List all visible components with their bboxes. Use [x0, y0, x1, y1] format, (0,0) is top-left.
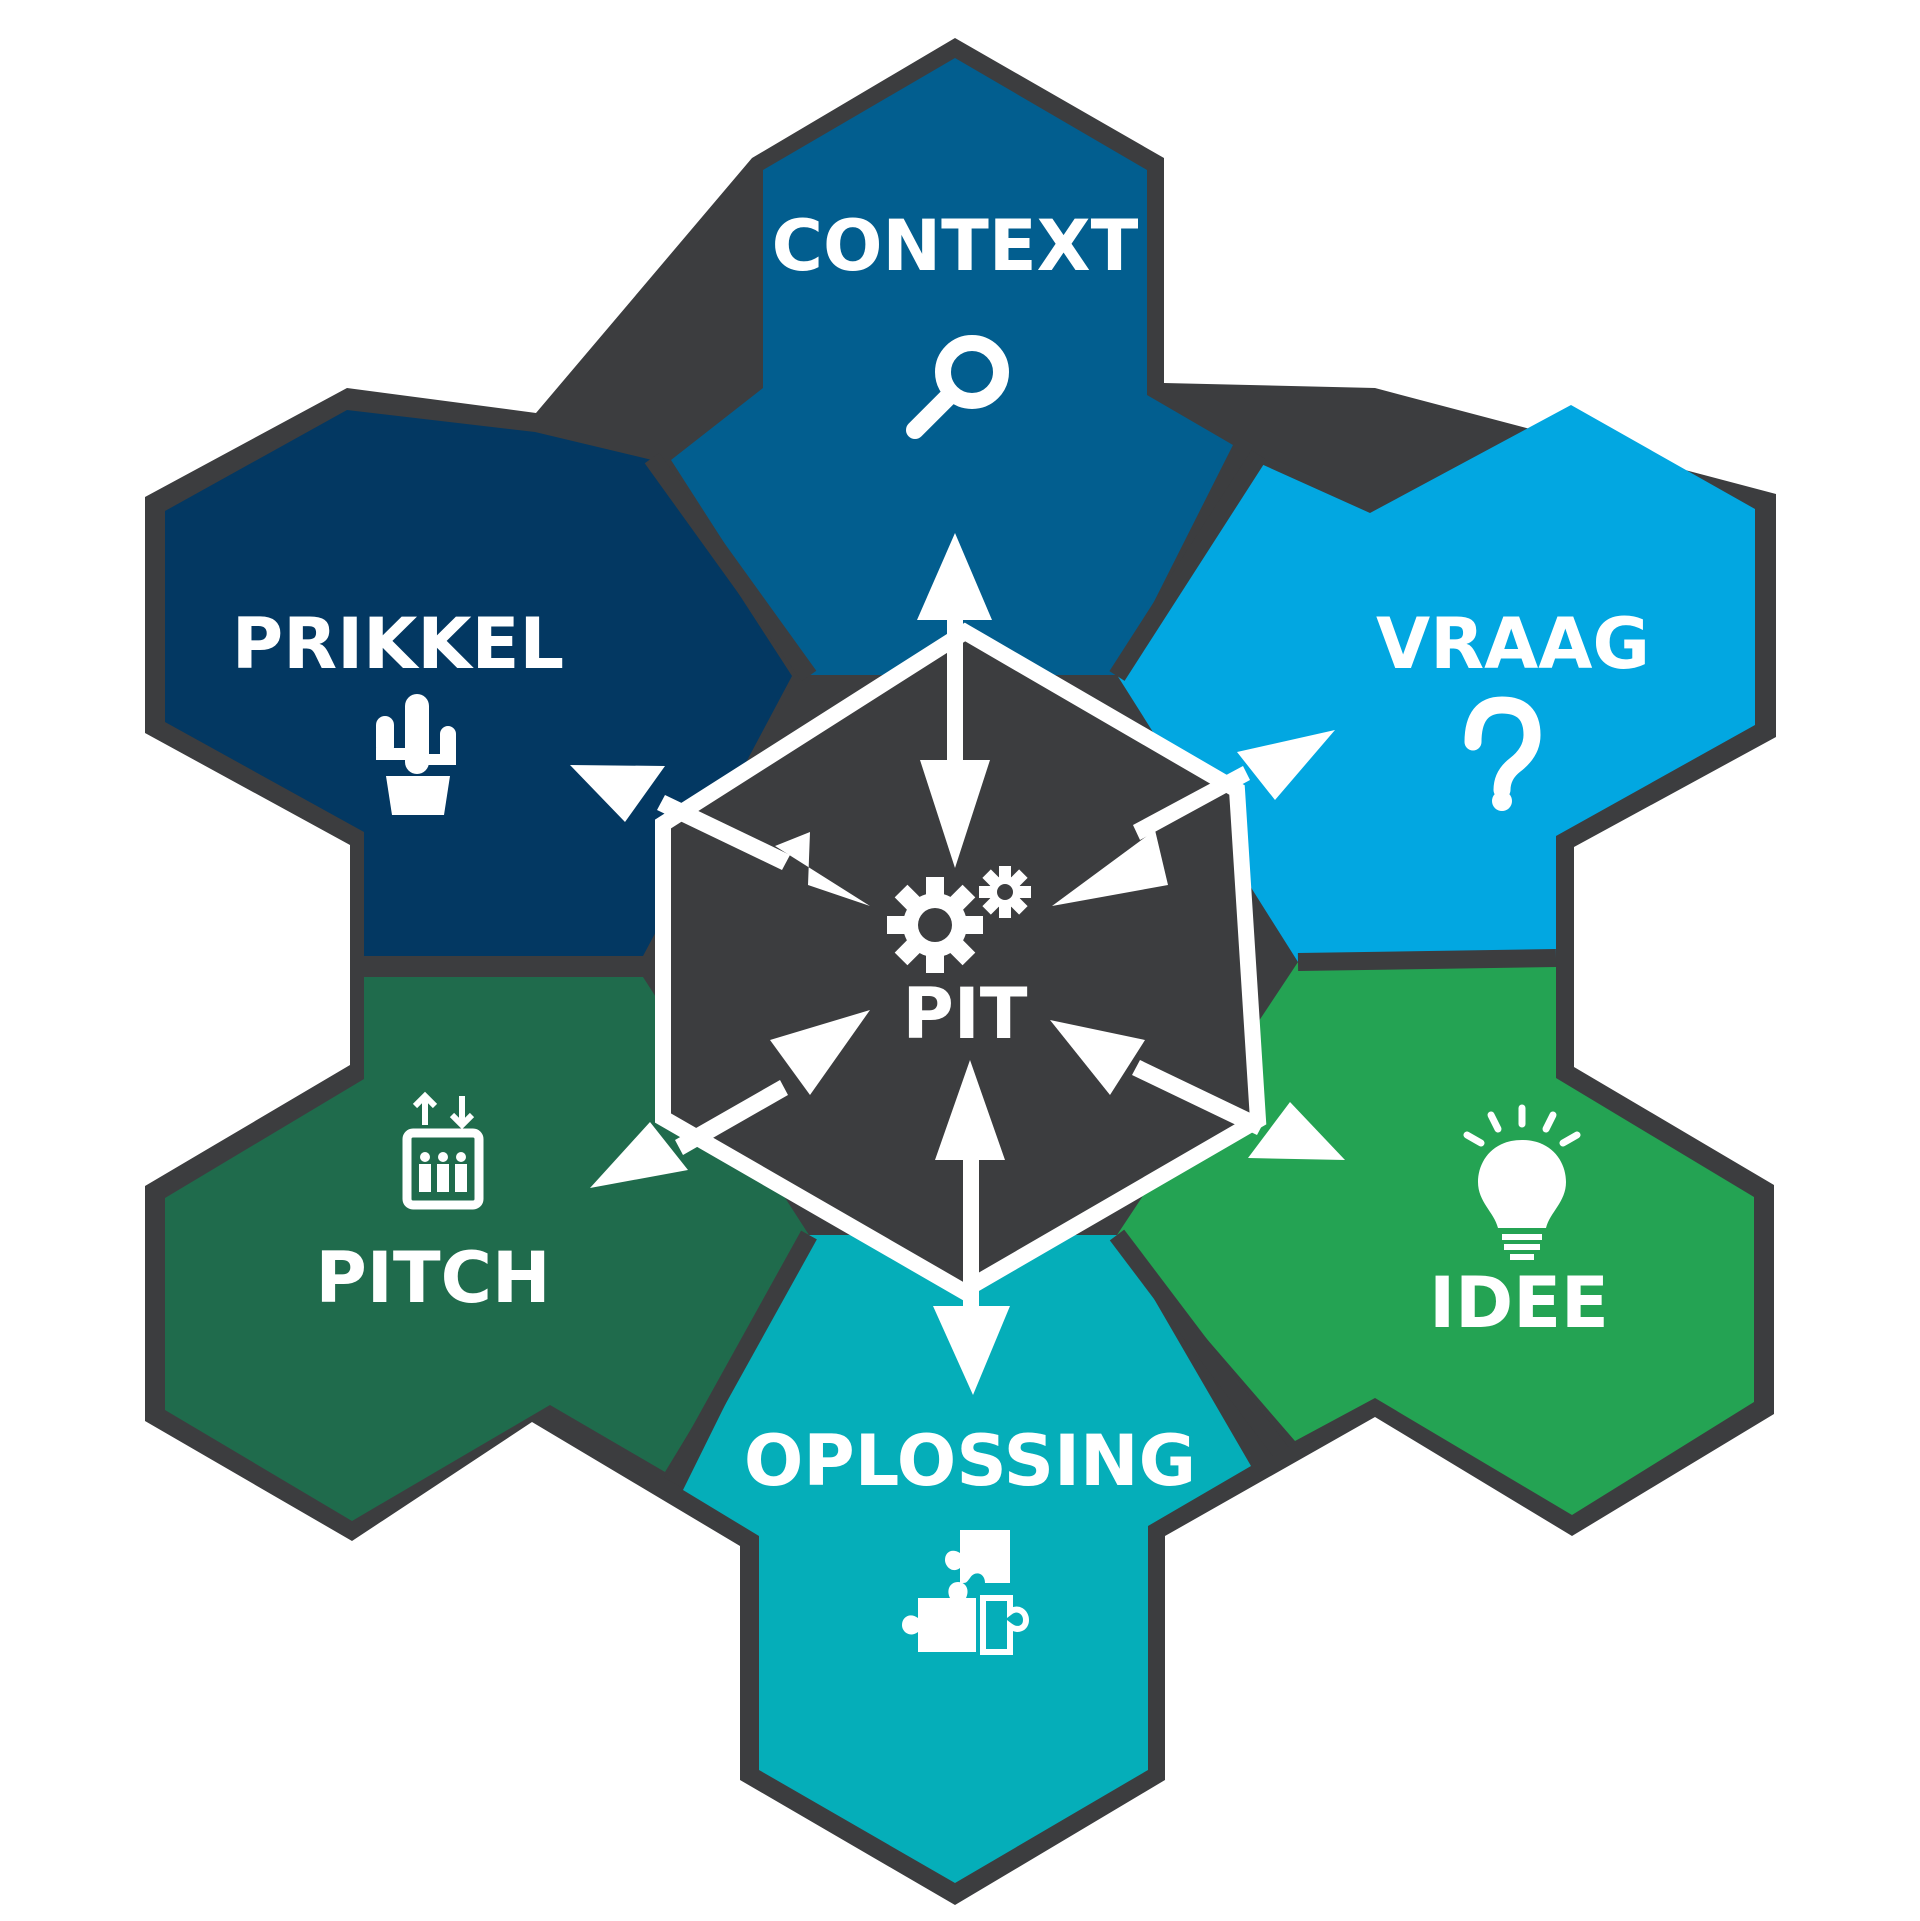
arrow-upper-right: [1052, 730, 1335, 906]
puzzle-icon: [902, 1530, 1030, 1655]
arrows-group: [570, 533, 1345, 1395]
segment-label-oplossing: OPLOSSING: [744, 1420, 1196, 1502]
segment-label-vraag: VRAAG: [1376, 603, 1650, 685]
lightbulb-icon: [1463, 1104, 1581, 1260]
segment-label-context: CONTEXT: [772, 205, 1139, 287]
arrow-lower-left: [590, 1010, 870, 1188]
segment-context: [671, 58, 1233, 675]
elevator-icon: [402, 1091, 484, 1210]
segment-label-pitch: PITCH: [315, 1237, 550, 1319]
segment-label-prikkel: PRIKKEL: [232, 603, 564, 685]
question-icon: [1464, 696, 1541, 811]
segment-idee: [1117, 958, 1754, 1515]
center-label: PIT: [902, 973, 1027, 1055]
magnifier-icon: [906, 335, 1009, 439]
cactus-icon: [376, 694, 456, 815]
segment-pitch: [165, 977, 809, 1521]
segment-vraag: [1117, 405, 1755, 962]
arrow-bottom: [933, 1060, 1010, 1395]
segment-label-idee: IDEE: [1429, 1262, 1609, 1344]
arrow-upper-left: [570, 765, 870, 906]
segment-prikkel: [165, 410, 792, 956]
arrow-lower-right: [1050, 1020, 1345, 1160]
arrow-top: [917, 533, 992, 868]
